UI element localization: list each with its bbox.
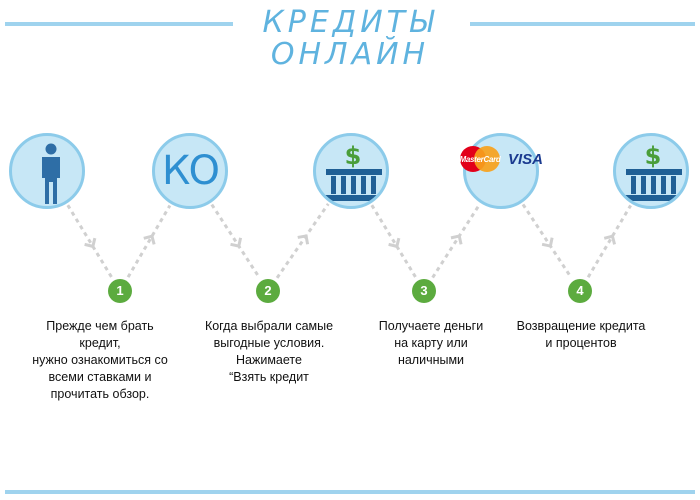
- dollar-icon: $: [345, 142, 362, 170]
- ko-logo: КО: [162, 148, 220, 194]
- mastercard-label: MasterCard: [459, 155, 501, 164]
- step-number-3: 3: [412, 279, 436, 303]
- connector-line: [126, 204, 172, 278]
- page-title-line-2: ОНЛАЙН: [270, 37, 430, 72]
- step-text-1: Прежде чем брать кредит, нужно ознакомит…: [25, 318, 175, 403]
- step-text-line: Возвращение кредита: [516, 319, 646, 333]
- connector-arrow: [230, 237, 243, 248]
- connector-arrow: [84, 237, 97, 249]
- connector-line: [66, 204, 113, 279]
- mastercard-logo: [460, 146, 500, 172]
- step-text-line: “Взять кредит: [229, 370, 309, 384]
- header-line-left: [5, 22, 233, 26]
- step-text-2: Когда выбрали самые выгодные условия. На…: [194, 318, 344, 386]
- connector-line: [210, 203, 261, 279]
- step-text-line: и процентов: [545, 336, 617, 350]
- step-text-3: Получаете деньги на карту или наличными: [356, 318, 506, 369]
- bank-icon-circle: $: [313, 133, 389, 209]
- bank-icon-circle-2: $: [613, 133, 689, 209]
- step-number-1: 1: [108, 279, 132, 303]
- connector-line: [431, 203, 481, 279]
- ko-logo-circle: КО: [152, 133, 228, 209]
- step-text-line: прочитать обзор.: [50, 387, 150, 401]
- footer-line: [5, 490, 695, 494]
- step-text-line: Нажимаете: [236, 353, 302, 367]
- dollar-icon: $: [645, 142, 662, 170]
- header-line-right: [470, 22, 695, 26]
- step-text-line: Когда выбрали самые: [204, 319, 334, 333]
- step-text-4: Возвращение кредита и процентов: [506, 318, 656, 352]
- step-number-2: 2: [256, 279, 280, 303]
- bank-icon: $: [322, 142, 386, 201]
- connector-line: [275, 203, 330, 279]
- connector-arrow: [450, 234, 463, 245]
- step-text-line: выгодные условия.: [213, 336, 325, 350]
- step-text-line: наличными: [397, 353, 465, 367]
- step-text-line: всеми ставками и: [48, 370, 152, 384]
- visa-logo: VISA: [508, 151, 544, 168]
- connector-arrow: [143, 234, 156, 245]
- connector-arrow: [297, 234, 310, 245]
- connector-arrow: [541, 237, 554, 248]
- connector-arrow: [603, 234, 617, 245]
- bank-icon: $: [622, 142, 686, 201]
- payment-cards-icon: MasterCard VISA: [458, 141, 558, 181]
- connector-line: [586, 204, 632, 278]
- connector-arrow: [388, 237, 401, 249]
- connector-line: [370, 204, 417, 279]
- step-number-4: 4: [568, 279, 592, 303]
- step-text-line: нужно ознакомиться со: [32, 353, 168, 367]
- step-text-line: на карту или: [394, 336, 468, 350]
- step-text-line: Получаете деньги: [378, 319, 484, 333]
- page-title-line-1: КРЕДИТЫ: [262, 5, 438, 40]
- person-icon: [42, 143, 60, 204]
- connector-line: [521, 203, 573, 279]
- step-text-line: Прежде чем брать кредит,: [46, 319, 154, 350]
- person-icon-circle: [9, 133, 85, 209]
